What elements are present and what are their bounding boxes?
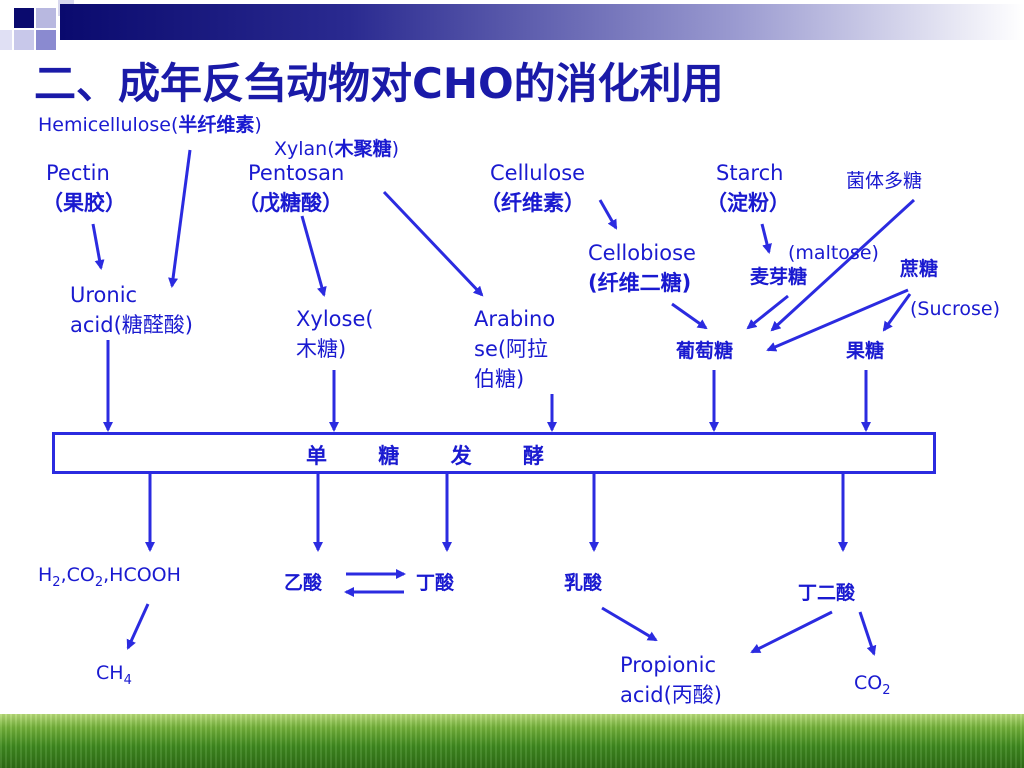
lactic-acid-label: 乳酸: [564, 572, 603, 594]
co2-label: CO2: [854, 672, 891, 698]
deco-square: [0, 30, 12, 50]
deco-square: [36, 30, 56, 50]
acetic-acid-label: 乙酸: [284, 572, 323, 594]
fermentation-box: [52, 432, 936, 474]
xylan-label: Xylan(木聚糖): [274, 138, 400, 160]
arrow-pectin-to-uronic: [91, 223, 105, 270]
maltose-en-label: (maltose): [788, 242, 879, 264]
arrow-starch-to-maltose: [760, 223, 772, 254]
arrow-h2-to-ch4: [126, 603, 150, 650]
arrow-pentosan-to-arabinose: [382, 190, 484, 297]
arrow-pentosan-to-xylose: [300, 215, 327, 297]
sucrose-en-label: (Sucrose): [910, 298, 1000, 320]
arrow-cellulose-to-cellobiose: [598, 199, 618, 230]
cellobiose-label: Cellobiose (纤维二糖): [588, 241, 696, 295]
deco-square: [14, 30, 34, 50]
fructose-label: 果糖: [846, 340, 885, 362]
succinic-acid-label: 丁二酸: [798, 582, 856, 604]
hemicellulose-label: Hemicellulose(半纤维素): [38, 114, 262, 136]
sucrose-zh-label: 蔗糖: [900, 258, 939, 280]
header-gradient-bar: [60, 4, 1024, 40]
maltose-zh-label: 麦芽糖: [750, 266, 808, 288]
arrow-succinic-to-co2: [858, 611, 877, 656]
pectin-label: Pectin （果胶）: [42, 161, 126, 215]
pentosan-label: Pentosan （戊糖酸）: [238, 161, 345, 215]
arabinose-label: Arabino se(阿拉 伯糖): [474, 307, 556, 391]
arrow-maltose-to-glucose: [746, 294, 789, 330]
propionic-acid-label: Propionic acid(丙酸): [620, 653, 722, 707]
deco-square: [14, 8, 34, 28]
ch4-label: CH4: [96, 662, 132, 688]
uronic-acid-label: Uronic acid(糖醛酸): [70, 283, 193, 337]
bacterial-polysaccharide-label: 菌体多糖: [846, 170, 923, 192]
starch-label: Starch （淀粉）: [706, 161, 790, 215]
arrow-lactic-to-propionic: [601, 606, 658, 642]
butyric-acid-label: 丁酸: [416, 572, 455, 594]
fermentation-label: 单 糖 发 酵: [306, 444, 566, 468]
arrow-sucrose-to-fructose: [882, 293, 912, 332]
arrow-sucrose-to-glucose: [766, 288, 909, 352]
cellulose-label: Cellulose （纤维素）: [480, 161, 586, 215]
page-title: 二、成年反刍动物对CHO的消化利用: [34, 59, 724, 108]
glucose-label: 葡萄糖: [676, 340, 734, 362]
arrow-succinic-to-propionic: [750, 610, 833, 654]
deco-square: [36, 8, 56, 28]
arrow-hemicellulose-to-uronic: [168, 149, 192, 288]
grass-footer-image: [0, 714, 1024, 768]
arrow-polysaccharide-to-glucose: [770, 198, 916, 332]
xylose-label: Xylose( 木糖): [296, 307, 374, 361]
arrow-cellobiose-to-glucose: [671, 302, 708, 330]
h2-co2-hcooh-label: H2,CO2,HCOOH: [38, 564, 181, 590]
